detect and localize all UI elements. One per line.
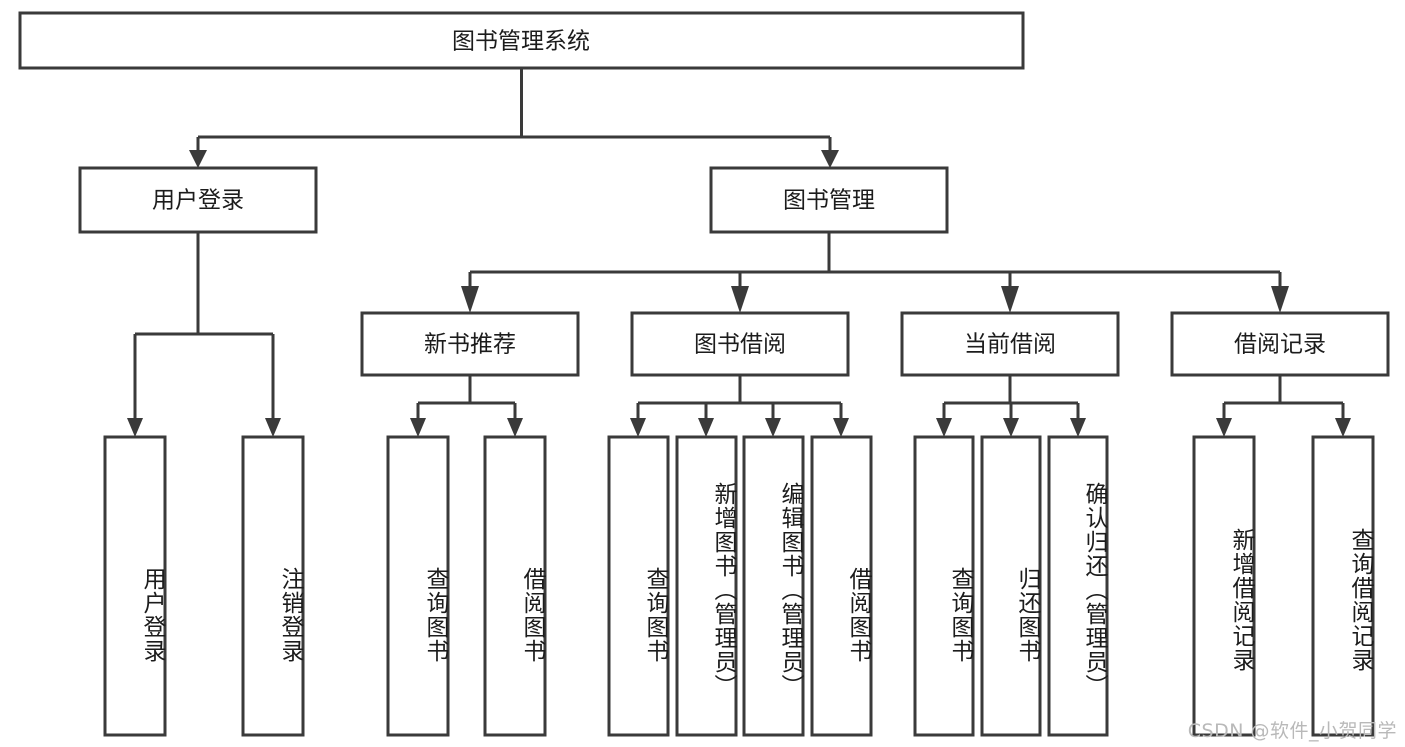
arrow-to-leaf-query-record [1335,418,1351,437]
arrow-to-book-borrow [731,286,749,313]
arrow-to-leaf-add-record [1216,418,1232,437]
arrow-root-to-user-login [189,150,207,168]
node-leaf-confirm-return-box[interactable] [1047,435,1109,737]
node-root-box[interactable] [18,11,1025,70]
csdn-watermark: CSDN @软件_小贺同学 [1187,720,1397,742]
arrow-to-leaf-add-book [698,418,714,437]
arrow-to-leaf-user-login [127,418,143,437]
arrow-to-current-borrow [1001,286,1019,313]
node-leaf-borrow-book-1-box[interactable] [483,435,547,737]
arrow-to-leaf-query-book-2 [630,418,646,437]
arrow-to-leaf-confirm-return [1070,418,1086,437]
node-book-manage-box[interactable] [709,166,949,234]
arrow-to-leaf-logout [265,418,281,437]
node-root-label: 图书管理系统 [452,29,590,55]
node-book-borrow-box[interactable] [630,311,850,377]
node-leaf-query-record-box[interactable] [1311,435,1375,737]
arrow-to-leaf-edit-book [765,418,781,437]
node-leaf-return-book-box[interactable] [980,435,1042,737]
node-borrow-record-box[interactable] [1170,311,1390,377]
node-leaf-query-book-3-box[interactable] [913,435,975,737]
node-leaf-borrow-book-2-box[interactable] [810,435,873,737]
node-layer: 图书管理系统 用户登录 图书管理 新书推荐 图书借阅 当前借阅 借阅记录 [18,11,1390,737]
node-current-borrow-label: 当前借阅 [964,332,1056,358]
node-leaf-user-login-box[interactable] [103,435,167,737]
connector-layer [127,68,1351,437]
node-user-login-label: 用户登录 [152,188,244,214]
arrow-to-new-book-rec [461,286,479,313]
arrow-to-borrow-record [1271,286,1289,313]
node-current-borrow-box[interactable] [900,311,1120,377]
arrow-to-leaf-query-book-3 [936,418,952,437]
node-borrow-record-label: 借阅记录 [1234,332,1326,358]
node-leaf-logout-box[interactable] [241,435,305,737]
node-user-login-box[interactable] [78,166,318,234]
arrow-root-to-book-manage [821,150,839,168]
arrow-to-leaf-return-book [1003,418,1019,437]
node-leaf-add-book-box[interactable] [675,435,738,737]
node-book-manage-label: 图书管理 [783,188,875,214]
arrow-to-leaf-borrow-book-2 [833,418,849,437]
arrow-to-leaf-query-book-1 [410,418,426,437]
arrow-to-leaf-borrow-book-1 [507,418,523,437]
node-leaf-query-book-1-box[interactable] [386,435,450,737]
node-leaf-query-book-2-box[interactable] [607,435,670,737]
node-new-book-rec-box[interactable] [360,311,580,377]
node-leaf-edit-book-box[interactable] [742,435,805,737]
node-book-borrow-label: 图书借阅 [694,332,786,358]
node-leaf-add-record-box[interactable] [1192,435,1256,737]
node-new-book-rec-label: 新书推荐 [424,332,516,358]
